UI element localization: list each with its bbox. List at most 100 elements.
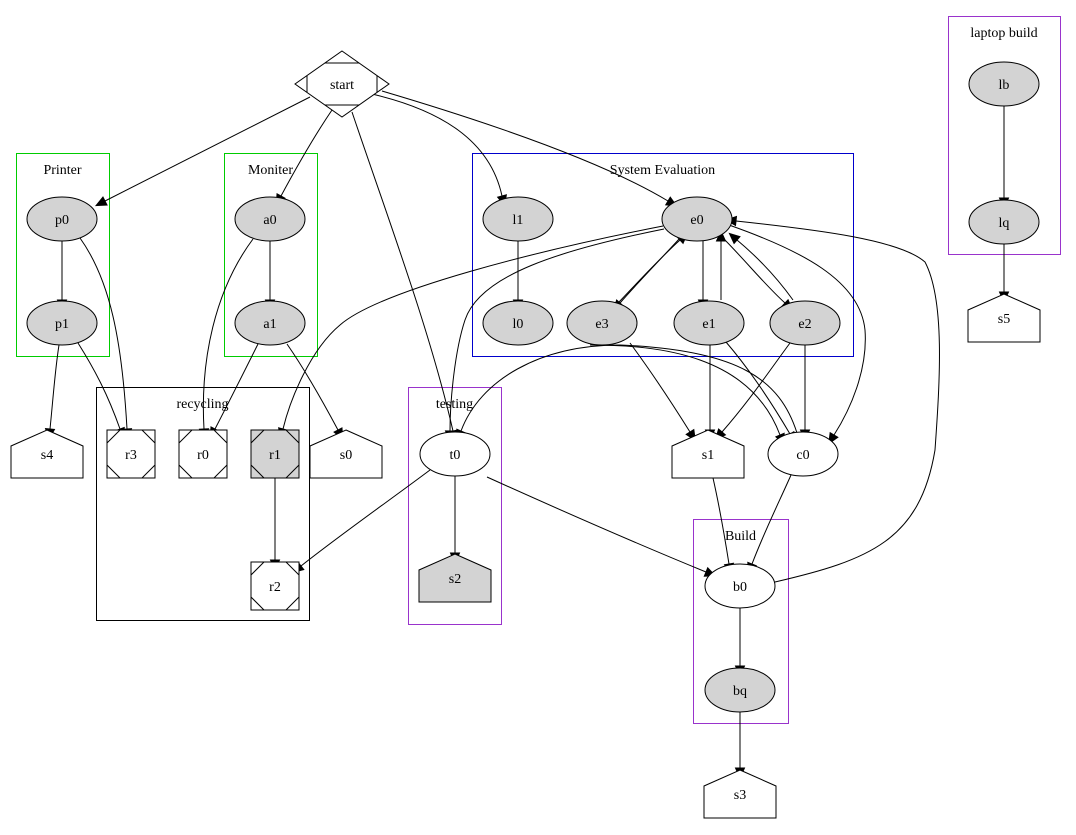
edge-line — [49, 344, 60, 430]
node-label: e2 — [798, 317, 811, 332]
node-s2[interactable]: s2 — [418, 553, 492, 603]
edge-line — [381, 90, 669, 202]
node-r2[interactable]: r2 — [250, 561, 300, 611]
node-t0[interactable]: t0 — [419, 431, 491, 477]
edge-line — [286, 343, 339, 431]
node-r0[interactable]: r0 — [178, 429, 228, 479]
node-s1[interactable]: s1 — [671, 429, 745, 479]
edge-t0-r2 — [292, 469, 431, 573]
cluster-border — [408, 387, 502, 625]
node-label: e0 — [690, 213, 703, 228]
ellipse-shape — [661, 196, 733, 242]
nodes-layer: start p0 p1 a0 a1 l1 l0 e0 e3 e1 e2 r3 r0 r1 r2 s4 s0 t0 s… — [10, 50, 1041, 819]
node-b0[interactable]: b0 — [704, 563, 776, 609]
edge-line — [618, 239, 681, 303]
cluster-printer: Printer — [16, 153, 110, 357]
edge-line — [721, 342, 791, 433]
edge-line — [300, 469, 431, 567]
edge-line — [728, 224, 866, 436]
node-label: s5 — [998, 312, 1010, 327]
node-a0[interactable]: a0 — [234, 196, 306, 242]
node-label: s3 — [734, 788, 746, 803]
node-lq[interactable]: lq — [968, 199, 1040, 245]
house-shape — [10, 429, 84, 479]
edge-p1-r3 — [77, 342, 125, 440]
edge-e3-c0 — [589, 344, 785, 446]
cluster-border — [472, 153, 854, 357]
ellipse-shape — [26, 196, 98, 242]
edge-e2-c0 — [799, 345, 811, 442]
node-r1[interactable]: r1 — [250, 429, 300, 479]
msquare-corner — [141, 464, 156, 479]
node-start[interactable]: start — [294, 50, 390, 118]
cluster-recycling: recycling — [96, 387, 310, 621]
edge-line — [77, 342, 121, 430]
node-c0[interactable]: c0 — [767, 431, 839, 477]
msquare-corner — [285, 596, 300, 611]
edge-line — [104, 96, 311, 202]
edge-e0-e1 — [697, 241, 709, 312]
node-e1[interactable]: e1 — [673, 300, 745, 346]
cluster-label: Build — [725, 529, 756, 544]
ellipse-shape — [767, 431, 839, 477]
edge-r1-r2 — [269, 478, 281, 572]
node-e0[interactable]: e0 — [661, 196, 733, 242]
house-shape — [418, 553, 492, 603]
house-shape — [309, 429, 383, 479]
edge-e0-e2 — [721, 236, 794, 311]
msquare-corner — [250, 561, 265, 576]
node-e3[interactable]: e3 — [566, 300, 638, 346]
edge-start-l1 — [371, 93, 507, 207]
node-r3[interactable]: r3 — [106, 429, 156, 479]
edge-line — [371, 93, 503, 197]
edge-line — [449, 228, 665, 432]
edge-a0-a1 — [264, 241, 276, 312]
node-label: s4 — [41, 448, 53, 463]
node-label: p1 — [55, 317, 69, 332]
cluster-label: testing — [436, 397, 473, 412]
edge-line — [735, 220, 940, 583]
edge-t0-s2 — [449, 476, 461, 565]
edge-c0-t0 — [456, 344, 798, 442]
node-l1[interactable]: l1 — [482, 196, 554, 242]
node-s4[interactable]: s4 — [10, 429, 84, 479]
house-shape — [703, 769, 777, 819]
node-p0[interactable]: p0 — [26, 196, 98, 242]
cluster-label: Moniter — [248, 163, 293, 178]
edge-line — [280, 109, 333, 197]
edge-p1-s4 — [44, 344, 60, 441]
node-bq[interactable]: bq — [704, 667, 776, 713]
ellipse-shape — [26, 300, 98, 346]
node-e2[interactable]: e2 — [769, 300, 841, 346]
node-a1[interactable]: a1 — [234, 300, 306, 346]
node-lb[interactable]: lb — [968, 61, 1040, 107]
node-l0[interactable]: l0 — [482, 300, 554, 346]
house-shape — [967, 293, 1041, 343]
edge-line — [751, 474, 792, 565]
arrowhead — [94, 196, 108, 207]
edge-e3-s1 — [629, 342, 696, 442]
mdiamond-shape — [294, 50, 390, 118]
edge-t0-b0 — [486, 476, 717, 577]
cluster-system-evaluation: System Evaluation — [472, 153, 854, 357]
node-label: b0 — [733, 580, 747, 595]
ellipse-shape — [968, 199, 1040, 245]
ellipse-shape — [482, 196, 554, 242]
msquare-corner — [106, 429, 121, 444]
msquare-corner — [285, 464, 300, 479]
node-s3[interactable]: s3 — [703, 769, 777, 819]
node-s0[interactable]: s0 — [309, 429, 383, 479]
node-label: a1 — [263, 317, 276, 332]
node-p1[interactable]: p1 — [26, 300, 98, 346]
node-label: s2 — [449, 572, 461, 587]
edge-lb-lq — [998, 106, 1010, 210]
node-s5[interactable]: s5 — [967, 293, 1041, 343]
edge-e1-e0 — [715, 229, 727, 300]
edge-start-t0 — [351, 111, 459, 442]
edge-line — [736, 239, 794, 301]
edge-e2-e0 — [728, 232, 794, 301]
node-label: r2 — [269, 580, 281, 595]
edge-bq-s3 — [734, 712, 746, 780]
node-label: r3 — [125, 448, 137, 463]
